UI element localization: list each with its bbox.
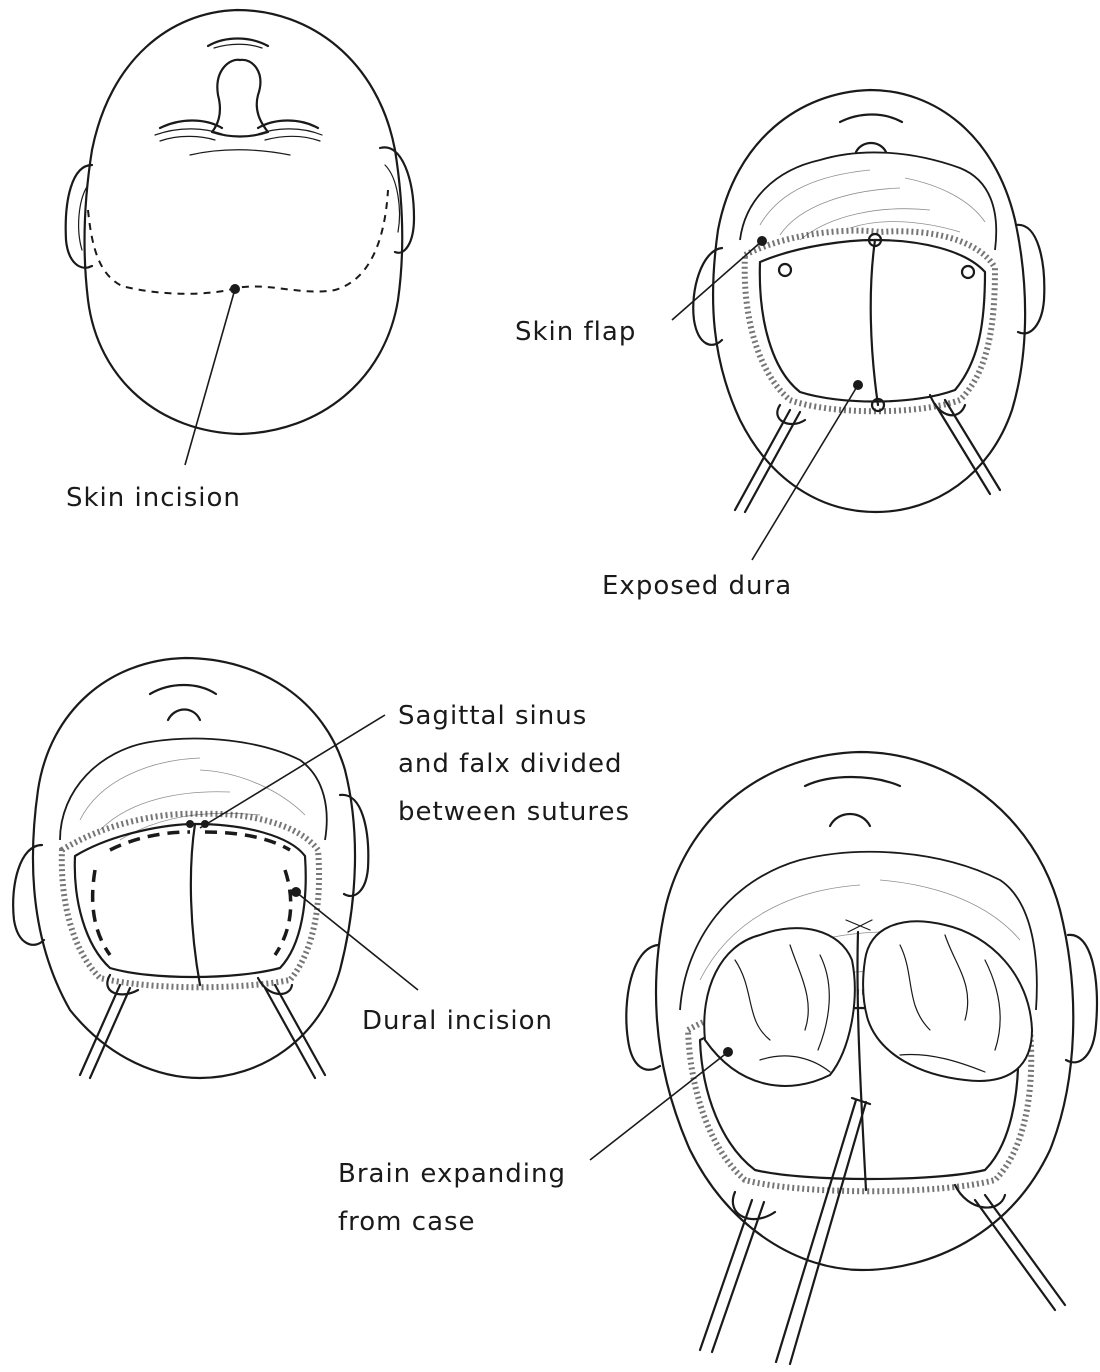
left-eye	[160, 121, 222, 129]
retractor-right	[258, 978, 325, 1078]
left-ear	[693, 248, 722, 345]
right-ear	[1066, 935, 1097, 1062]
label-skin-flap: Skin flap	[515, 308, 636, 356]
dural-leader	[296, 892, 418, 990]
retractor-right	[955, 1185, 1065, 1310]
label-skin-incision: Skin incision	[66, 474, 241, 522]
right-brain-lobe	[863, 921, 1032, 1081]
suture-dot	[186, 820, 194, 828]
label-line: between sutures	[398, 788, 630, 836]
right-eye	[258, 121, 318, 129]
panel-brain-expanding	[590, 752, 1097, 1364]
brow-ridge	[190, 150, 290, 155]
right-lid	[258, 129, 322, 141]
label-line: Brain expanding	[338, 1150, 566, 1198]
spatula	[776, 1098, 870, 1364]
nose-tip	[168, 710, 200, 721]
head-outline	[85, 10, 403, 434]
head-outline	[33, 658, 355, 1078]
sagittal-leader	[200, 715, 385, 828]
label-line: and falx divided	[398, 740, 630, 788]
left-ear	[626, 945, 660, 1070]
chin-curve	[208, 39, 268, 47]
nose-tip	[830, 814, 870, 826]
chin-curve	[805, 777, 900, 786]
label-brain-expanding: Brain expanding from case	[338, 1150, 566, 1246]
left-lid	[155, 129, 222, 141]
panel-skin-incision	[66, 10, 414, 465]
midline-sinus	[871, 240, 878, 405]
burr-hole	[962, 266, 974, 278]
retractor-left	[735, 405, 805, 512]
label-dural-incision: Dural incision	[362, 997, 553, 1045]
right-ear	[1016, 225, 1044, 334]
retractor-left	[80, 975, 138, 1078]
label-line: Sagittal sinus	[398, 692, 630, 740]
right-ear-inner	[385, 165, 399, 232]
chin-inner	[214, 44, 262, 48]
skin-incision-line	[88, 190, 388, 294]
label-line: from case	[338, 1198, 566, 1246]
brain-leader	[590, 1052, 728, 1160]
burr-hole	[779, 264, 791, 276]
label-exposed-dura: Exposed dura	[602, 562, 792, 610]
falx-suture	[846, 920, 872, 932]
left-brain-lobe	[704, 928, 855, 1086]
panel-skin-flap	[672, 90, 1044, 560]
hair-flap	[740, 152, 996, 250]
midline-sinus	[191, 824, 200, 985]
nose-tip	[856, 143, 886, 152]
panel-dural-incision	[13, 658, 418, 1078]
chin-curve	[150, 685, 216, 694]
nose	[212, 60, 268, 137]
chin-curve	[840, 115, 902, 123]
skin-incision-leader	[185, 289, 235, 465]
label-sagittal-sinus: Sagittal sinus and falx divided between …	[398, 692, 630, 836]
